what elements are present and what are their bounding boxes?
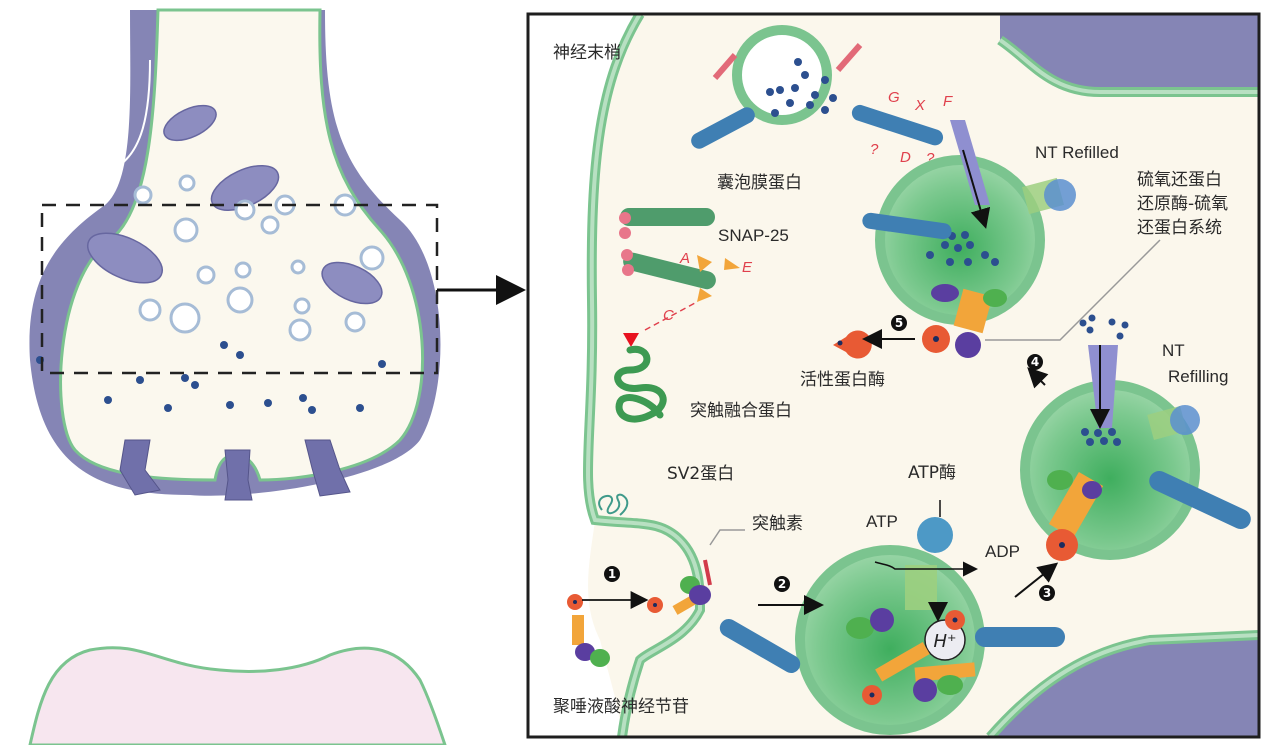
step-5-marker: 5 — [891, 315, 907, 331]
mitochondria — [87, 104, 383, 305]
vesicle-nt-refilled — [875, 120, 1045, 334]
label-adp: ADP — [985, 542, 1020, 561]
snap25-protein — [619, 208, 716, 290]
right-panel: G X F ? D ? — [528, 14, 1259, 737]
synaptic-vesicle-top — [732, 25, 837, 125]
svg-text:H⁺: H⁺ — [933, 631, 956, 652]
left-panel — [28, 8, 526, 745]
svg-text:A: A — [679, 250, 690, 267]
snap25-cleavage-sites — [697, 255, 740, 302]
svg-text:?: ? — [870, 141, 879, 158]
vesicle-acidified: H⁺ — [795, 545, 985, 735]
svg-text:G: G — [888, 89, 900, 106]
svg-text:F: F — [943, 93, 953, 110]
cleavage-marker-icon — [623, 333, 639, 347]
svg-text:5: 5 — [895, 316, 903, 330]
receptor-channels — [119, 439, 351, 501]
svg-text:?: ? — [926, 150, 935, 167]
label-nt-refilling-2: Refilling — [1168, 367, 1228, 386]
label-atpase: ATP酶 — [908, 463, 956, 483]
step-4-marker: 4 — [1027, 354, 1043, 370]
label-nt-refilled: NT Refilled — [1035, 143, 1119, 162]
atpase-icon — [905, 517, 953, 610]
label-atp: ATP — [866, 512, 898, 531]
endocytic-complex — [647, 576, 711, 615]
label-thioredoxin-2: 还原酶-硫氧 — [1137, 194, 1228, 214]
label-active-protease: 活性蛋白酶 — [800, 370, 885, 390]
svg-text:D: D — [900, 149, 911, 166]
neighbor-cell-top — [1000, 14, 1259, 92]
svg-text:3: 3 — [1043, 586, 1051, 600]
postsynaptic-cell — [28, 646, 447, 745]
thioredoxin-complex-icon — [1021, 177, 1076, 215]
step-3-marker: 3 — [1039, 585, 1055, 601]
svg-text:4: 4 — [1031, 355, 1039, 369]
label-nerve-terminal: 神经末梢 — [553, 43, 621, 63]
vamp-cleavage-sites: G X F ? D ? — [870, 89, 953, 167]
polysialoganglioside-complex — [567, 594, 610, 667]
label-syntaxin: 突触融合蛋白 — [690, 401, 792, 421]
label-nt-refilling-1: NT — [1162, 341, 1185, 360]
step-markers: 1 2 3 4 5 — [604, 315, 1055, 601]
right-panel-border — [526, 12, 1261, 739]
label-thioredoxin-3: 还蛋白系统 — [1137, 218, 1222, 238]
vesicles — [133, 174, 385, 342]
label-vesicle-membrane-protein: 囊泡膜蛋白 — [717, 173, 802, 193]
vamp-protein — [691, 107, 755, 149]
vamp-protein-right — [851, 104, 944, 146]
zoom-region-box — [40, 203, 439, 375]
svg-text:2: 2 — [778, 577, 786, 591]
syntaxin-coil — [614, 345, 667, 423]
svg-text:E: E — [742, 259, 753, 276]
label-thioredoxin-1: 硫氧还蛋白 — [1137, 170, 1222, 190]
svg-text:1: 1 — [608, 567, 616, 581]
label-polysialoganglioside: 聚唾液酸神经节苷 — [553, 697, 689, 717]
neighbor-cell-bottom — [990, 635, 1259, 737]
svg-text:C: C — [663, 307, 674, 324]
thioredoxin-complex-icon-2 — [1147, 405, 1200, 440]
label-snap25: SNAP-25 — [718, 226, 789, 245]
step-1-marker: 1 — [604, 566, 620, 582]
svg-text:X: X — [914, 97, 926, 114]
sv2-protein — [598, 493, 629, 516]
label-synaptotagmin: 突触素 — [752, 514, 803, 534]
label-sv2: SV2蛋白 — [667, 464, 734, 484]
step-2-marker: 2 — [774, 576, 790, 592]
